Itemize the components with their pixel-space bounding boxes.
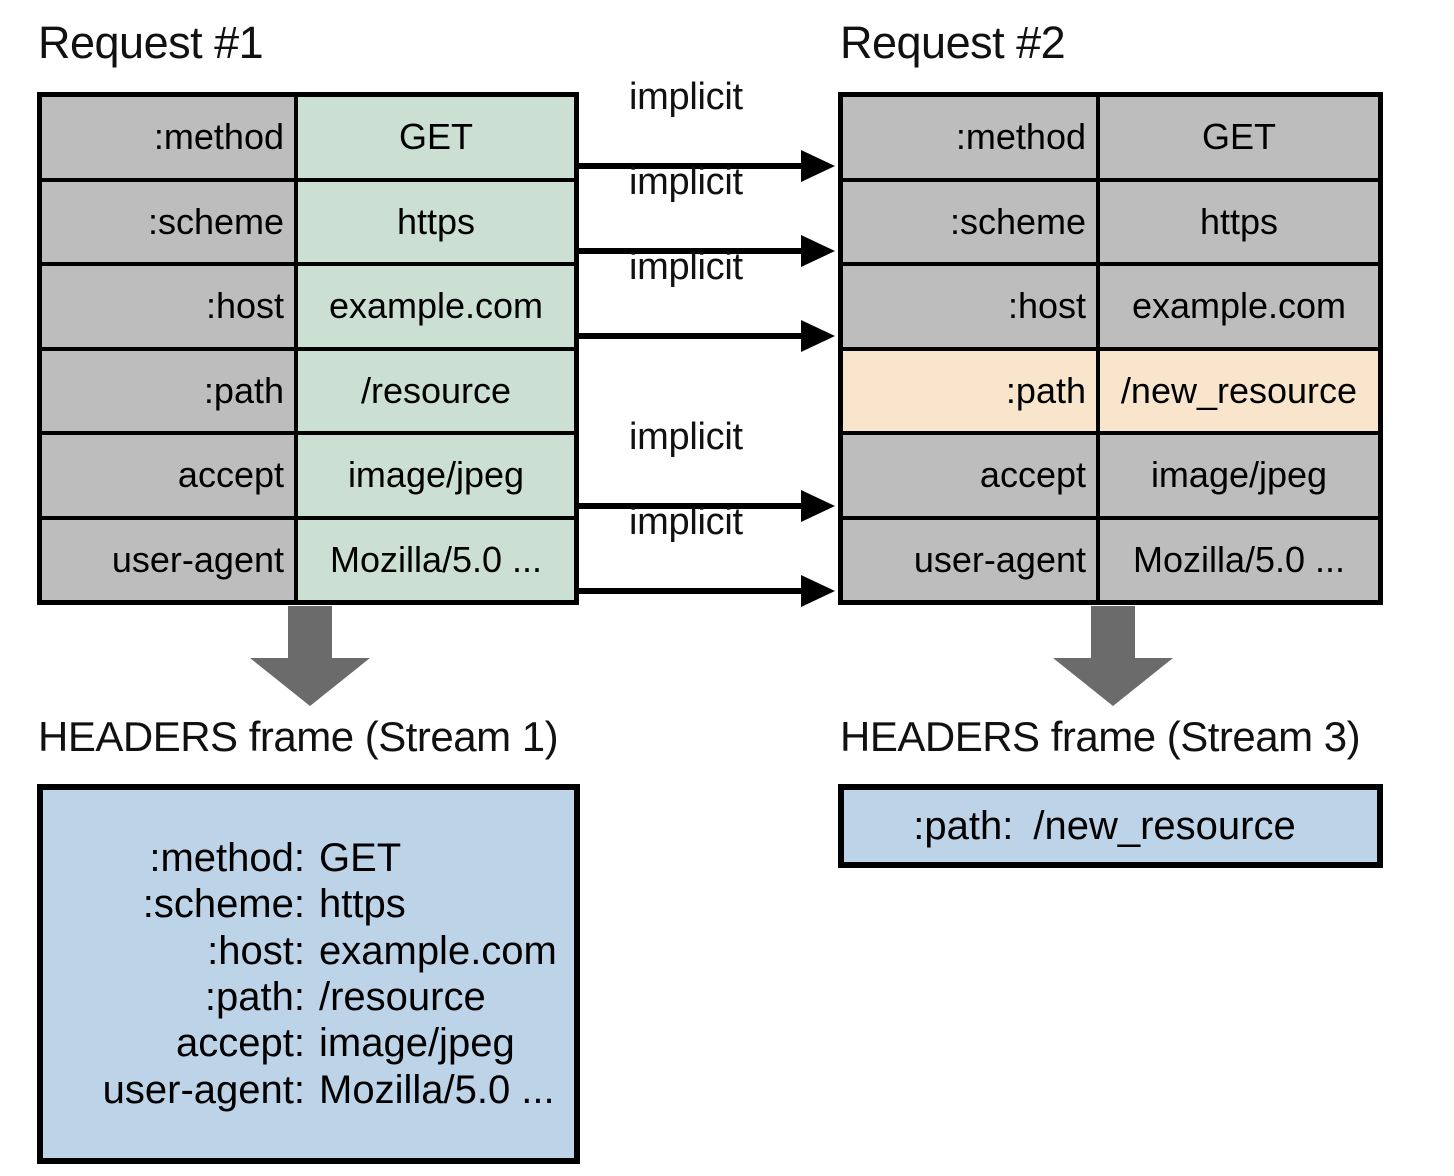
header-name-cell: :path — [42, 350, 298, 431]
header-value-cell: GET — [298, 97, 574, 178]
arrow-head-icon — [801, 235, 835, 267]
table-row: :scheme https — [42, 181, 574, 266]
arrow-shaft — [579, 588, 805, 594]
request-2-header-table: :method GET :scheme https :host example.… — [838, 92, 1383, 605]
arrow-shaft — [579, 333, 805, 339]
implicit-label-1: implicit — [629, 76, 743, 118]
header-name: :scheme: — [142, 882, 305, 927]
list-item: :path: /new_resource — [854, 803, 1355, 849]
implicit-label-2: implicit — [629, 161, 743, 203]
header-name-cell: :host — [42, 266, 298, 347]
request-2-title: Request #2 — [840, 17, 1066, 68]
arrow-shaft — [1091, 606, 1135, 664]
arrow-head-icon — [801, 490, 835, 522]
header-name-cell: :method — [42, 97, 298, 178]
table-row: :method GET — [42, 97, 574, 182]
implicit-label-5: implicit — [629, 501, 743, 543]
header-value-cell: Mozilla/5.0 ... — [298, 519, 574, 600]
header-value-cell: GET — [1100, 97, 1378, 178]
list-item: :host: example.com — [53, 928, 557, 974]
down-arrow-to-frame-2-icon — [1053, 606, 1173, 706]
arrow-head-icon — [801, 320, 835, 352]
arrow-head-icon — [250, 658, 370, 706]
table-row: accept image/jpeg — [42, 435, 574, 520]
header-name-cell: accept — [843, 435, 1100, 516]
header-value: Mozilla/5.0 ... — [319, 1067, 555, 1112]
header-name-cell: user-agent — [843, 519, 1100, 600]
header-value: /resource — [319, 975, 486, 1019]
list-item: :method: GET — [53, 835, 552, 881]
header-name-cell: :method — [843, 97, 1100, 178]
list-item: :scheme: https — [53, 881, 552, 927]
arrow-head-icon — [801, 575, 835, 607]
header-name: :path: — [913, 803, 1014, 848]
header-name-cell: user-agent — [42, 519, 298, 600]
list-item: :path: /resource — [53, 974, 552, 1020]
header-list: :method: GET :scheme: https :host: examp… — [53, 800, 557, 1148]
header-value: example.com — [319, 928, 557, 973]
header-value-cell: Mozilla/5.0 ... — [1100, 519, 1378, 600]
headers-frame-2-box: :path: /new_resource — [838, 784, 1383, 868]
header-name-cell: :host — [843, 266, 1100, 347]
headers-frame-1-title: HEADERS frame (Stream 1) — [38, 713, 559, 760]
header-value-cell: example.com — [298, 266, 574, 347]
request-1-header-table: :method GET :scheme https :host example.… — [37, 92, 579, 605]
header-name: user-agent: — [102, 1067, 305, 1112]
arrow-shaft — [579, 163, 805, 169]
header-name-cell: accept — [42, 435, 298, 516]
request-1-title: Request #1 — [38, 17, 264, 68]
header-value-cell: https — [1100, 181, 1378, 262]
header-value-cell: image/jpeg — [298, 435, 574, 516]
list-item: user-agent: Mozilla/5.0 ... — [53, 1067, 555, 1113]
header-value-cell: image/jpeg — [1100, 435, 1378, 516]
arrow-shaft — [579, 503, 805, 509]
arrow-shaft — [579, 248, 805, 254]
table-row: user-agent Mozilla/5.0 ... — [42, 519, 574, 600]
header-name: accept: — [176, 1021, 305, 1066]
implicit-label-4: implicit — [629, 416, 743, 458]
table-row: :method GET — [843, 97, 1378, 182]
header-name-cell: :path — [843, 350, 1100, 431]
header-value-cell: example.com — [1100, 266, 1378, 347]
headers-frame-2-title: HEADERS frame (Stream 3) — [840, 713, 1361, 760]
headers-frame-1-box: :method: GET :scheme: https :host: examp… — [37, 784, 580, 1164]
table-row-highlighted: :path /new_resource — [843, 350, 1378, 435]
header-value-cell: /resource — [298, 350, 574, 431]
header-value-cell: /new_resource — [1100, 350, 1378, 431]
header-name: :host: — [207, 928, 305, 973]
header-name-cell: :scheme — [42, 181, 298, 262]
header-value: image/jpeg — [319, 1021, 515, 1066]
header-value: GET — [319, 835, 402, 880]
table-row: accept image/jpeg — [843, 435, 1378, 520]
table-row: user-agent Mozilla/5.0 ... — [843, 519, 1378, 600]
table-row: :path /resource — [42, 350, 574, 435]
table-row: :scheme https — [843, 181, 1378, 266]
arrow-shaft — [288, 606, 332, 664]
header-name-cell: :scheme — [843, 181, 1100, 262]
header-value: /new_resource — [1033, 803, 1296, 848]
header-list: :path: /new_resource — [854, 800, 1355, 852]
list-item: accept: image/jpeg — [53, 1020, 552, 1066]
arrow-head-icon — [1053, 658, 1173, 706]
header-name: :method: — [149, 835, 305, 880]
header-value: https — [319, 882, 406, 927]
table-row: :host example.com — [843, 266, 1378, 351]
table-row: :host example.com — [42, 266, 574, 351]
header-name: :path: — [204, 975, 305, 1019]
down-arrow-to-frame-1-icon — [250, 606, 370, 706]
implicit-label-3: implicit — [629, 246, 743, 288]
header-value-cell: https — [298, 181, 574, 262]
arrow-head-icon — [801, 150, 835, 182]
